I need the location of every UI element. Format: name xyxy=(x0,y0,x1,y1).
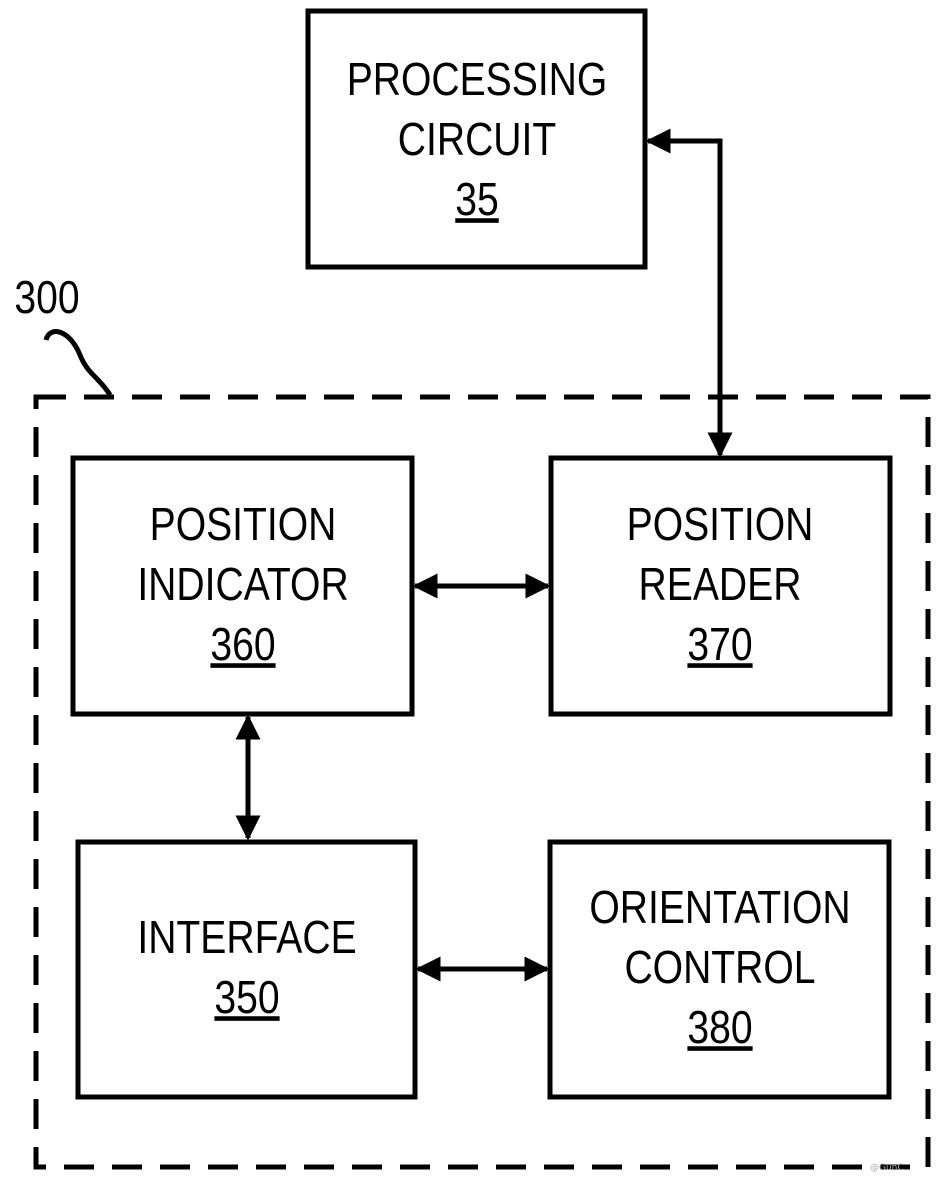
figure-label-leader xyxy=(43,329,113,397)
svg-text:POSITION: POSITION xyxy=(150,499,337,551)
interface-block: INTERFACE 350 xyxy=(75,839,418,1100)
svg-text:350: 350 xyxy=(214,972,279,1024)
svg-text:380: 380 xyxy=(687,1002,752,1054)
svg-text:35: 35 xyxy=(455,174,498,226)
figure-label: 300 xyxy=(14,272,79,324)
processing-circuit-block: PROCESSING CIRCUIT 35 xyxy=(305,8,648,270)
svg-text:CIRCUIT: CIRCUIT xyxy=(398,114,556,166)
svg-text:370: 370 xyxy=(687,619,752,671)
position-reader-block: POSITION READER 370 xyxy=(548,455,893,717)
svg-text:CONTROL: CONTROL xyxy=(624,942,815,994)
arrow-processing-to-reader xyxy=(645,128,733,458)
svg-text:PROCESSING: PROCESSING xyxy=(347,54,608,106)
svg-text:INTERFACE: INTERFACE xyxy=(137,912,356,964)
svg-text:ORIENTATION: ORIENTATION xyxy=(589,882,850,934)
svg-text:POSITION: POSITION xyxy=(627,499,814,551)
position-indicator-block: POSITION INDICATOR 360 xyxy=(70,455,415,717)
system-boundary-300 xyxy=(33,394,931,1170)
watermark: @GunC xyxy=(870,1163,904,1173)
svg-text:360: 360 xyxy=(210,619,275,671)
svg-text:READER: READER xyxy=(639,559,802,611)
svg-text:INDICATOR: INDICATOR xyxy=(137,559,348,611)
orientation-control-block: ORIENTATION CONTROL 380 xyxy=(547,839,892,1100)
